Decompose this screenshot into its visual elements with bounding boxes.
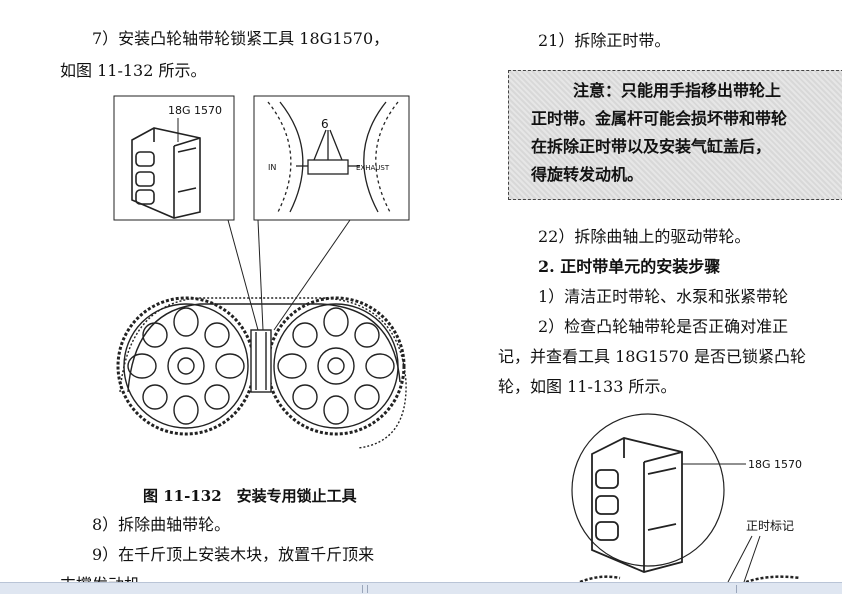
note-line1: 注意：只能用手指移出带轮上 — [573, 81, 782, 100]
locking-tool-drawing-2 — [591, 437, 683, 573]
scrollbar-grip[interactable] — [362, 585, 368, 593]
detail-in-label: IN — [268, 163, 276, 172]
step7-line1: 7）安装凸轮轴带轮锁紧工具 18G1570， — [92, 29, 390, 48]
detail-number: 6 — [321, 117, 329, 131]
detail-view-drawing — [267, 101, 399, 213]
note-line4: 得旋转发动机。 — [531, 165, 644, 184]
install-step2-line2: 记，并查看工具 18G1570 是否已锁紧凸轮 — [498, 347, 807, 366]
step22: 22）拆除曲轴上的驱动带轮。 — [538, 227, 751, 246]
camshaft-gear-left — [116, 296, 256, 436]
locking-tool-installed — [250, 329, 272, 393]
step9-line1: 9）在千斤顶上安装木块，放置千斤顶来 — [92, 545, 375, 564]
note-line2: 正时带。金属杆可能会损坏带和带轮 — [531, 109, 788, 128]
status-divider — [736, 585, 737, 593]
locking-tool-drawing — [131, 127, 201, 219]
step8: 8）拆除曲轴带轮。 — [92, 515, 231, 534]
install-step1: 1）清洁正时带轮、水泵和张紧带轮 — [538, 287, 789, 306]
figure-11-132: 18G 1570 6 IN EXHAUST — [113, 95, 410, 449]
timing-mark-label: 正时标记 — [746, 519, 794, 533]
camshaft-gear-right — [266, 296, 406, 436]
step21: 21）拆除正时带。 — [538, 31, 671, 50]
figure-11-132-caption: 图 11-132 安装专用锁止工具 — [143, 487, 357, 505]
detail-exhaust-label: EXHAUST — [356, 164, 390, 172]
tool-label: 18G 1570 — [168, 104, 222, 117]
step7-line2: 如图 11-132 所示。 — [60, 61, 207, 80]
note-label: 注意： — [573, 81, 622, 100]
install-step2-line1: 2）检查凸轮轴带轮是否正确对准正 — [538, 317, 789, 336]
tool-label-2: 18G 1570 — [748, 458, 802, 471]
note-line3: 在拆除正时带以及安装气缸盖后， — [531, 137, 772, 156]
caution-note-box: 注意：只能用手指移出带轮上 正时带。金属杆可能会损坏带和带轮 在拆除正时带以及安… — [508, 70, 842, 200]
section-2-heading: 2. 正时带单元的安装步骤 — [538, 257, 721, 276]
install-step2-line3: 轮，如图 11-133 所示。 — [498, 377, 677, 396]
timing-belt-drawing — [119, 297, 407, 449]
figure-11-133: 18G 1570 正时标记 — [571, 413, 802, 582]
viewer-status-bar — [0, 582, 842, 594]
